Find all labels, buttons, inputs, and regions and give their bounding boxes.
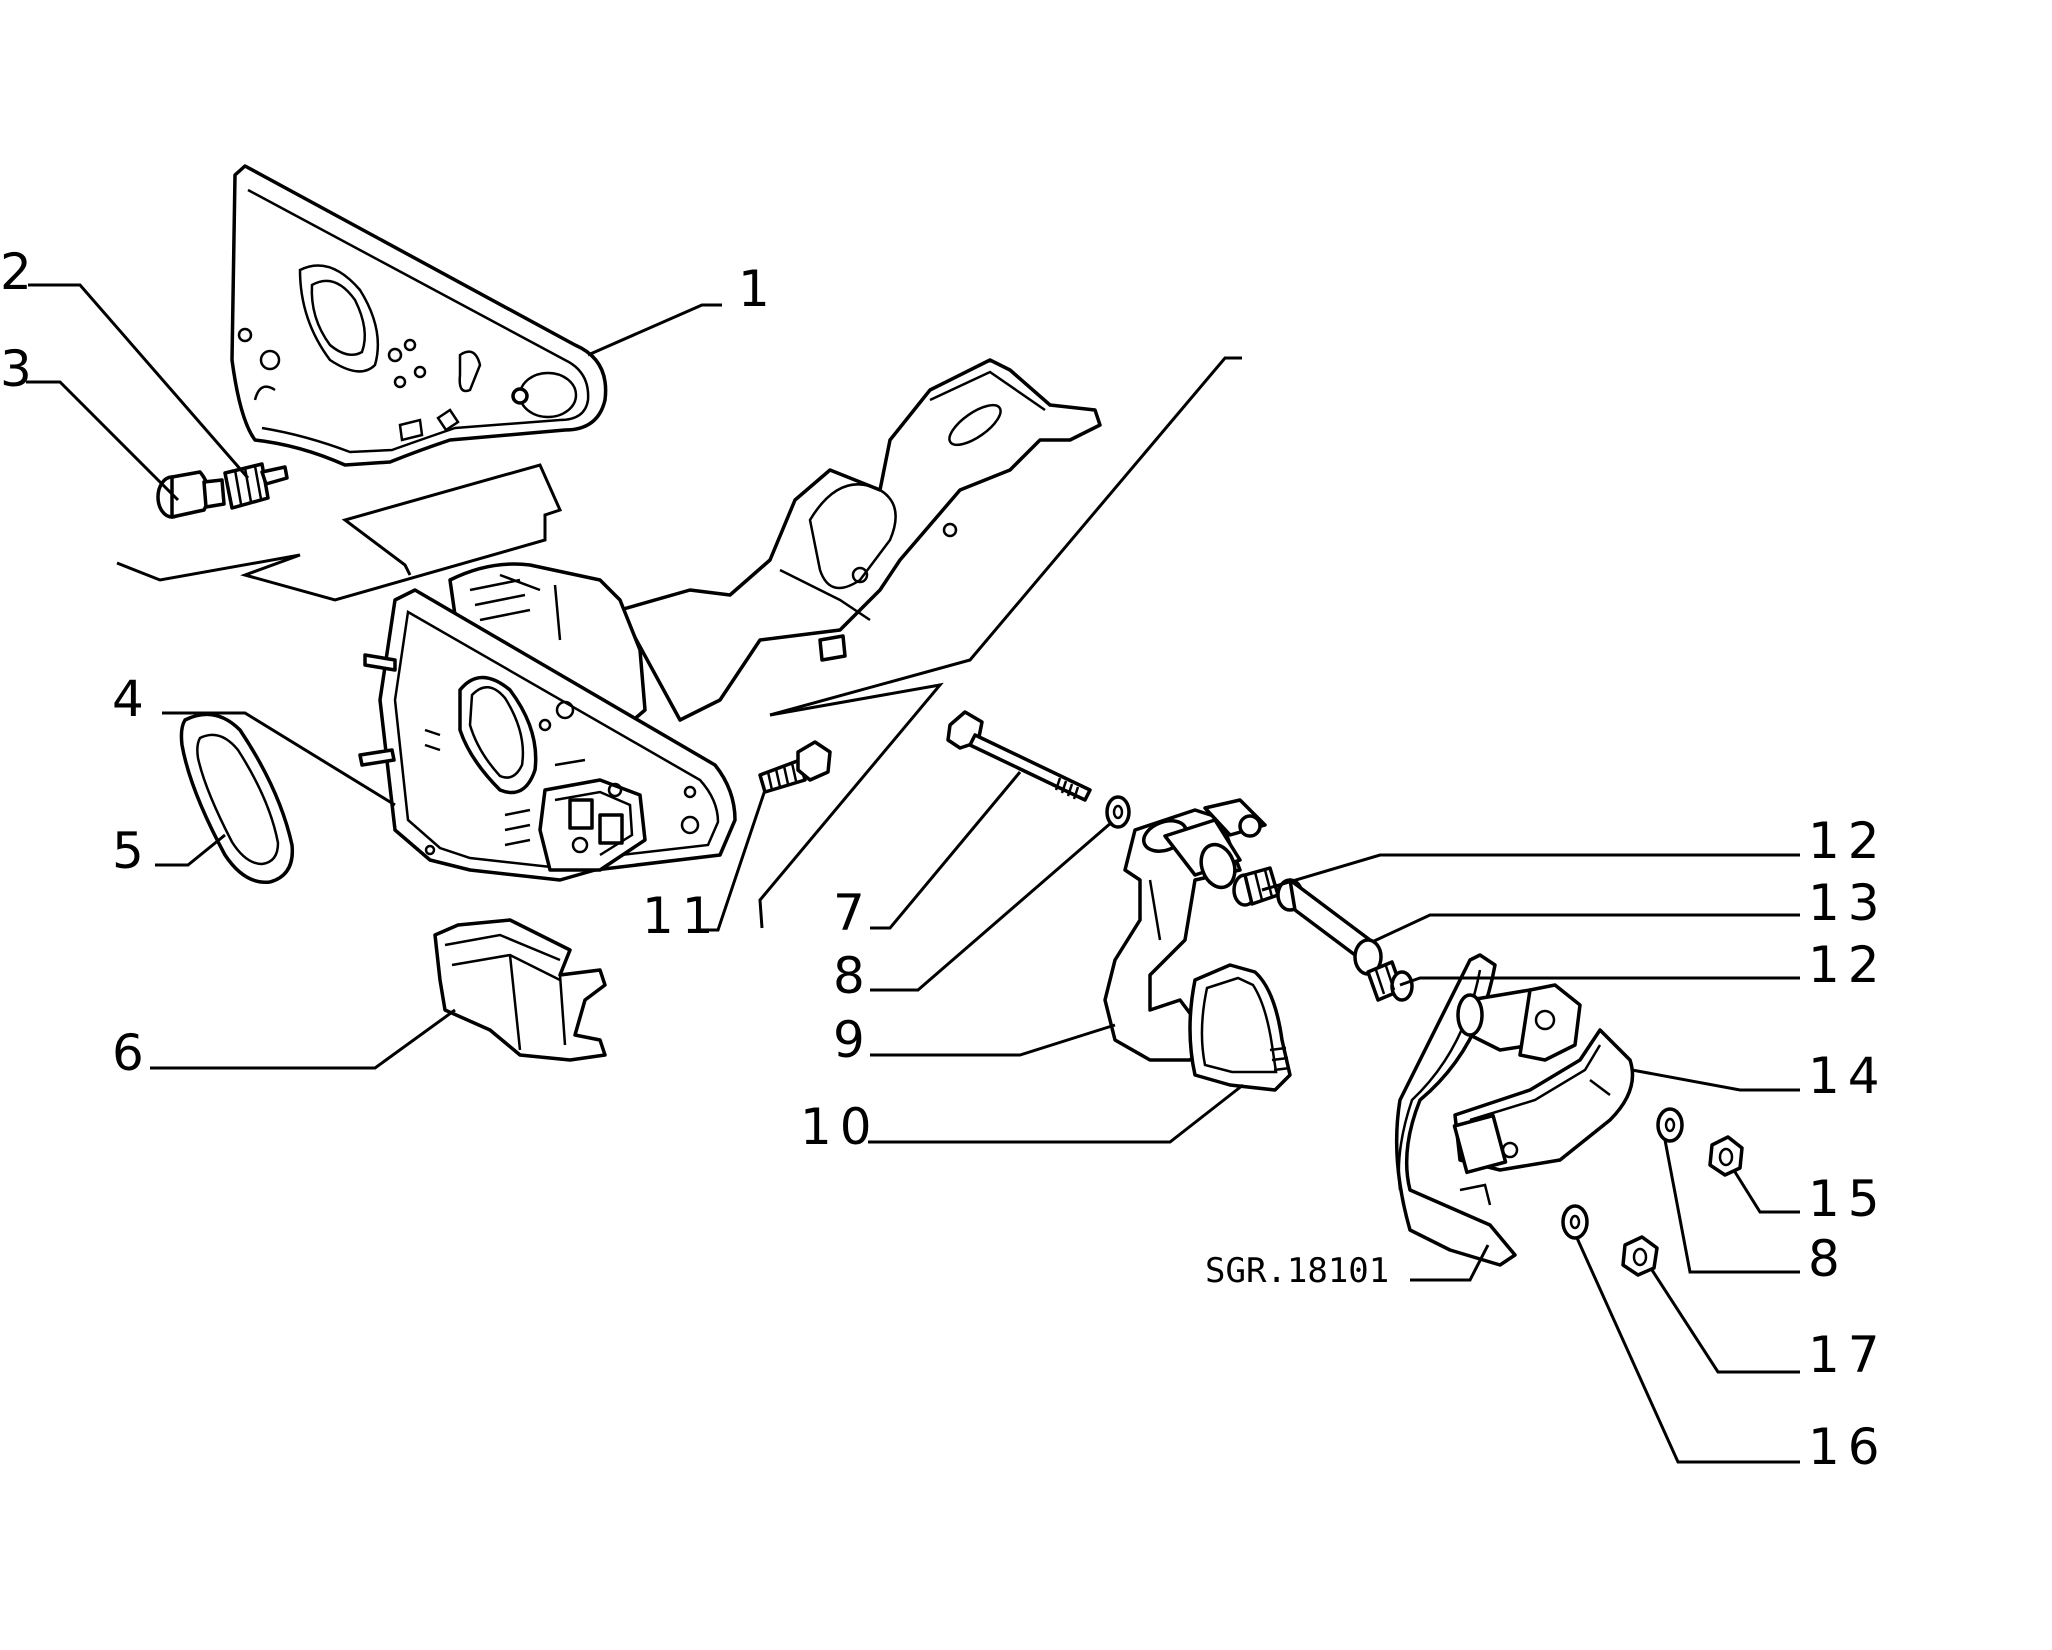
- leader-11: [700, 789, 767, 932]
- leader-7: [870, 771, 1022, 930]
- leader-8b: [1663, 1139, 1800, 1274]
- leader-14: [1631, 1068, 1800, 1092]
- part-15-nut: [1708, 1135, 1744, 1177]
- part-17-nut: [1621, 1235, 1659, 1277]
- callout-4: 4: [112, 670, 152, 728]
- callout-12a: 12: [1808, 812, 1888, 870]
- part-2-threaded-bushing: [223, 462, 289, 510]
- leader-2: [28, 283, 250, 479]
- callout-11: 11: [642, 887, 722, 945]
- leader-1: [587, 303, 722, 357]
- callout-12b: 12: [1808, 936, 1888, 994]
- leader-10: [868, 1083, 1244, 1144]
- part-8-washer-center: [1105, 795, 1131, 829]
- leader-5: [155, 833, 226, 867]
- leader-ref: [1410, 1244, 1490, 1282]
- callout-14: 14: [1808, 1047, 1888, 1105]
- callout-3: 3: [0, 340, 40, 398]
- part-4-pedal-box: [358, 358, 1102, 882]
- callout-8a: 8: [833, 947, 873, 1005]
- leader-12a: [1261, 853, 1800, 892]
- leader-12b: [1399, 976, 1800, 987]
- part-6-cover: [433, 918, 607, 1062]
- part-13-spacer-tube: [1276, 878, 1383, 976]
- leader-13: [1371, 913, 1800, 944]
- callout-labels: 1 2 3 4 5 6 7 8 9 10 11 12 13 12 14 15 8…: [0, 243, 1888, 1476]
- leader-15: [1733, 1171, 1800, 1214]
- part-8-washer-right: [1656, 1107, 1684, 1143]
- assembly-guide-lines: [116, 356, 1242, 929]
- callout-13: 13: [1808, 874, 1888, 932]
- part-7-long-bolt: [946, 710, 1092, 802]
- callout-6: 6: [112, 1024, 152, 1082]
- callout-7: 7: [833, 884, 873, 942]
- part-16-washer: [1561, 1204, 1589, 1240]
- callout-5: 5: [112, 822, 152, 880]
- callout-15: 15: [1808, 1170, 1888, 1228]
- leader-3: [26, 380, 180, 502]
- leader-17: [1650, 1269, 1800, 1374]
- part-9-pedal-arm: [1103, 798, 1267, 1062]
- leader-8a: [870, 820, 1113, 992]
- leader-9: [870, 1023, 1116, 1057]
- part-14-bracket: [1394, 953, 1635, 1267]
- callout-16: 16: [1808, 1418, 1888, 1476]
- leader-4: [162, 711, 396, 807]
- part-5-gasket: [179, 712, 295, 884]
- callout-9: 9: [833, 1011, 873, 1069]
- leader-6: [150, 1008, 456, 1070]
- callout-1: 1: [738, 260, 778, 318]
- reference-code: SGR.18101: [1205, 1251, 1389, 1291]
- part-11-short-bolt: [758, 740, 832, 794]
- callout-17: 17: [1808, 1326, 1888, 1384]
- callout-8b: 8: [1808, 1230, 1848, 1288]
- part-1-upper-plate: [230, 164, 608, 467]
- part-12-bushing-lower: [1366, 960, 1414, 1002]
- leader-lines: [26, 283, 1800, 1464]
- part-3-knob: [156, 470, 226, 519]
- leader-16: [1575, 1237, 1800, 1464]
- callout-2: 2: [0, 243, 40, 301]
- part-10-pedal-pad: [1188, 963, 1292, 1092]
- callout-10: 10: [800, 1098, 880, 1156]
